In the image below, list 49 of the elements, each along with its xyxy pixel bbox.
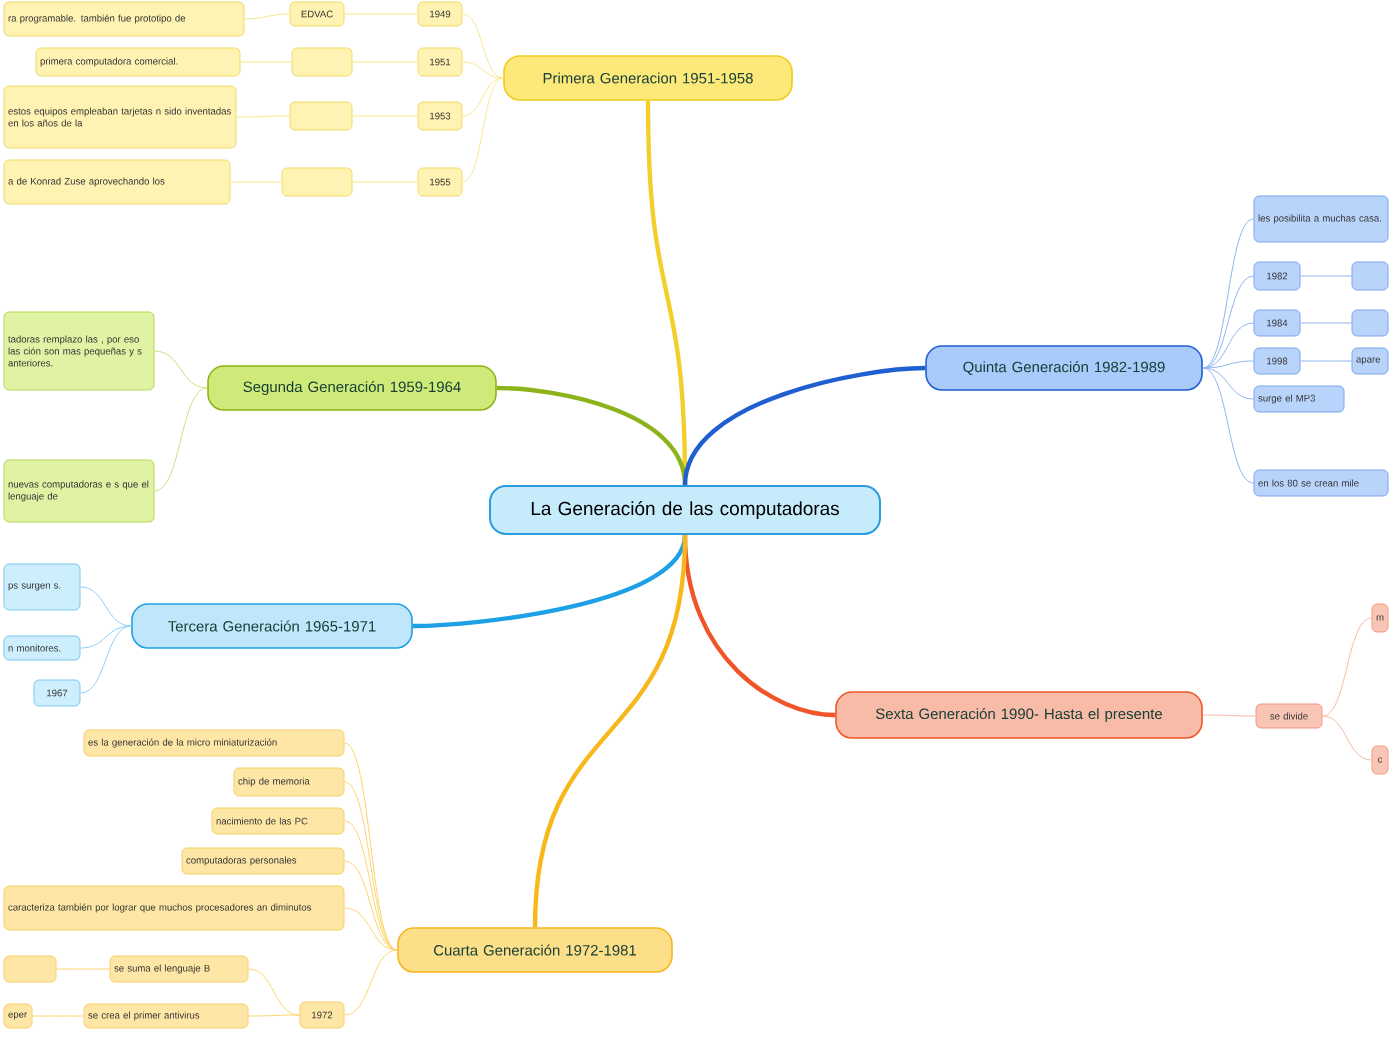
connector	[1202, 360, 1254, 369]
connector	[1202, 322, 1254, 369]
connector	[230, 181, 282, 183]
connector	[154, 387, 208, 492]
subtopic-box	[3, 955, 57, 983]
connector	[532, 534, 688, 928]
connector	[1202, 367, 1254, 484]
connector	[1202, 367, 1254, 400]
connector	[462, 77, 504, 117]
central-topic: La Generación de las computadoras	[489, 485, 881, 535]
subtopic-box	[1351, 309, 1389, 337]
connector	[236, 115, 290, 118]
connector	[56, 968, 110, 970]
connector	[352, 181, 418, 183]
subtopic-box	[291, 47, 353, 77]
connector	[344, 13, 418, 15]
connector	[32, 1015, 84, 1017]
connector	[240, 61, 292, 63]
connector	[344, 907, 398, 951]
connector	[248, 1014, 300, 1017]
connector	[1300, 322, 1352, 324]
connector	[80, 586, 132, 627]
connector	[1202, 218, 1254, 369]
connector	[154, 350, 208, 389]
connector	[344, 781, 398, 951]
connector	[1300, 360, 1352, 362]
connector	[1300, 275, 1352, 277]
connector	[352, 61, 418, 63]
connector	[80, 625, 132, 694]
subtopic-box	[281, 167, 353, 197]
connector	[1322, 617, 1372, 717]
connector	[1202, 275, 1254, 369]
connector	[344, 949, 398, 1016]
connector	[462, 77, 504, 183]
connector	[344, 860, 398, 951]
connector	[682, 365, 926, 486]
connector	[344, 742, 398, 951]
connector	[1202, 714, 1256, 717]
connector	[1322, 715, 1372, 761]
subtopic-box	[289, 101, 353, 131]
connector	[462, 61, 504, 79]
connector	[462, 13, 504, 79]
connector	[352, 115, 418, 117]
connector	[244, 13, 290, 20]
connector	[80, 625, 132, 649]
connector	[248, 968, 300, 1016]
connector	[412, 534, 688, 629]
subtopic-box	[1351, 261, 1389, 291]
connector	[344, 820, 398, 951]
